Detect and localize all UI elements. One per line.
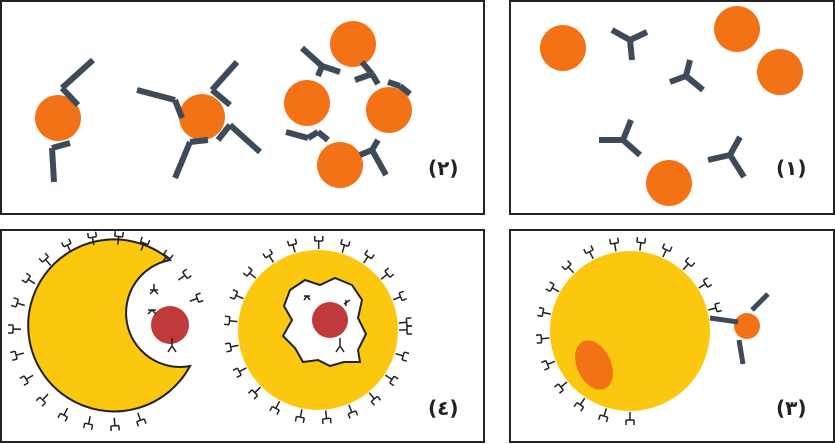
receptor bbox=[708, 302, 723, 313]
cell bbox=[550, 251, 710, 411]
receptor bbox=[60, 238, 72, 253]
cell-receptors bbox=[535, 237, 723, 425]
receptor bbox=[398, 317, 413, 327]
panel-4-content bbox=[7, 231, 413, 432]
engulfed-antigen bbox=[575, 340, 613, 390]
receptor bbox=[561, 260, 575, 274]
panel-label-2: (٢) bbox=[428, 156, 459, 180]
phagocyte-cell bbox=[27, 238, 192, 413]
receptor bbox=[86, 231, 98, 246]
receptor bbox=[399, 325, 412, 335]
receptor bbox=[262, 248, 275, 263]
receptor bbox=[384, 374, 399, 387]
antigen bbox=[35, 95, 81, 141]
receptor bbox=[232, 367, 247, 379]
receptor bbox=[57, 407, 69, 422]
receptor bbox=[583, 245, 594, 260]
receptor bbox=[110, 417, 120, 432]
receptor bbox=[113, 231, 124, 245]
antigen bbox=[714, 6, 760, 52]
receptor bbox=[136, 412, 147, 427]
receptor bbox=[553, 381, 568, 394]
receptor bbox=[392, 290, 407, 302]
receptor bbox=[545, 281, 560, 293]
antigen bbox=[317, 142, 363, 188]
receptor bbox=[242, 266, 257, 279]
receptor bbox=[380, 267, 395, 280]
panel-label-3: (٣) bbox=[776, 396, 807, 420]
panel-label-4: (٤) bbox=[428, 396, 459, 420]
receptor bbox=[625, 412, 635, 425]
receptor bbox=[294, 409, 306, 424]
receptor bbox=[636, 237, 647, 251]
receptor bbox=[229, 289, 244, 300]
panel-label-1: (١) bbox=[776, 156, 807, 180]
receptor bbox=[698, 277, 713, 289]
antigen bbox=[366, 87, 412, 133]
inner-receptors bbox=[147, 284, 351, 353]
receptor bbox=[161, 249, 174, 264]
receptor bbox=[269, 400, 281, 415]
antigen bbox=[540, 25, 586, 71]
receptor bbox=[535, 334, 550, 344]
panel-1-content bbox=[540, 6, 803, 206]
receptor bbox=[682, 256, 696, 271]
panel-3-content bbox=[535, 237, 770, 425]
receptor bbox=[597, 408, 609, 423]
receptor bbox=[541, 359, 556, 371]
engulfed-antigen bbox=[312, 302, 348, 338]
cell-receptors bbox=[224, 235, 413, 425]
receptor bbox=[368, 392, 382, 406]
receptor bbox=[178, 268, 192, 281]
receptor bbox=[11, 297, 26, 308]
receptor bbox=[7, 324, 22, 334]
panel-2-content bbox=[35, 21, 412, 188]
receptor bbox=[573, 397, 586, 412]
receptor bbox=[247, 386, 262, 400]
receptor bbox=[38, 252, 52, 267]
antigen bbox=[757, 49, 803, 95]
engulfed-antigen bbox=[151, 306, 189, 344]
antigen bbox=[646, 160, 692, 206]
receptor bbox=[347, 404, 359, 419]
antigen bbox=[330, 21, 376, 67]
receptor bbox=[82, 416, 94, 430]
receptor bbox=[340, 238, 351, 253]
receptor bbox=[224, 315, 238, 326]
receptor bbox=[395, 351, 410, 362]
receptor bbox=[661, 243, 673, 258]
antibody bbox=[599, 27, 747, 179]
antibody-bound bbox=[709, 292, 770, 365]
antigen bbox=[284, 80, 330, 126]
receptor bbox=[313, 235, 324, 250]
receptor bbox=[363, 249, 375, 264]
receptor bbox=[21, 272, 36, 285]
antigen bbox=[734, 313, 760, 339]
receptor bbox=[608, 237, 620, 252]
antibody-bound bbox=[49, 45, 412, 183]
receptor bbox=[537, 306, 551, 318]
antigen bbox=[179, 94, 225, 140]
receptor bbox=[139, 236, 151, 251]
receptor bbox=[321, 410, 332, 425]
receptor bbox=[19, 374, 34, 386]
cell-receptors bbox=[7, 231, 204, 432]
receptor bbox=[224, 342, 239, 353]
receptor bbox=[189, 292, 204, 303]
receptor bbox=[286, 238, 298, 253]
receptor bbox=[35, 393, 49, 407]
receptor bbox=[10, 350, 25, 361]
